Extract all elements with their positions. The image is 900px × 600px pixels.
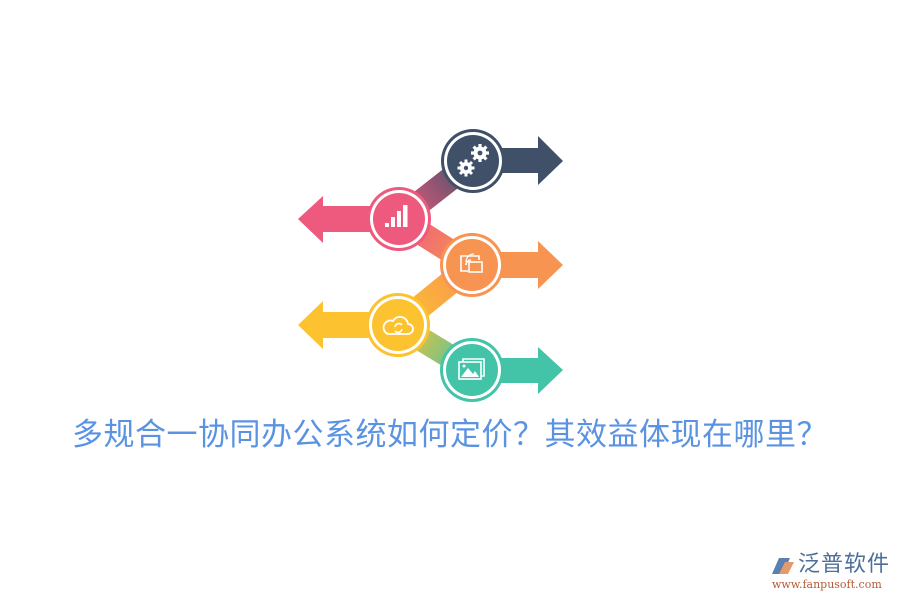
step-2-node	[367, 187, 431, 251]
step-3-node	[440, 233, 504, 297]
signal-bars-icon	[385, 205, 408, 227]
step-1-node	[441, 129, 505, 193]
brand-logo: 泛普软件 www.fanpusoft.com	[770, 550, 895, 595]
brand-name: 泛普软件	[798, 552, 891, 577]
image-gallery-icon	[458, 358, 485, 380]
gears-icon	[457, 144, 489, 177]
brand-url: www.fanpusoft.com	[772, 578, 882, 591]
wireless-screen-icon	[460, 253, 483, 273]
page-title: 多规合一协同办公系统如何定价？其效益体现在哪里？	[72, 417, 828, 453]
brand-logo-icon	[772, 558, 794, 574]
cloud-sync-icon	[382, 315, 414, 335]
step-4-node	[366, 293, 430, 357]
step-5-node	[440, 338, 504, 402]
